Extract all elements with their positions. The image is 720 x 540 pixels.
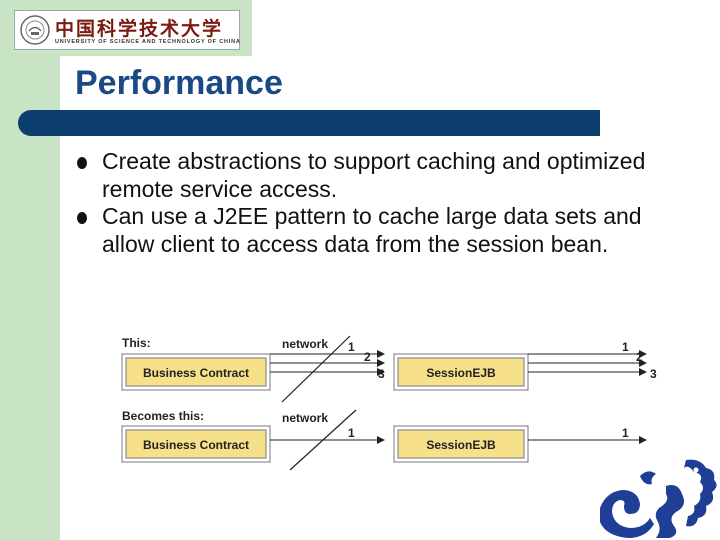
bullet-text: Create abstractions to support caching a…: [102, 148, 646, 202]
bullet-text: Can use a J2EE pattern to cache large da…: [102, 203, 642, 257]
diagram-row-label: Becomes this:: [122, 409, 204, 423]
server-box: [397, 429, 525, 459]
network-label: network: [282, 337, 328, 351]
call-number: 1: [622, 426, 629, 440]
call-number: 3: [378, 367, 385, 381]
network-boundary-line: [281, 335, 351, 403]
call-number: 2: [636, 350, 643, 364]
network-label: network: [282, 411, 328, 425]
bullet-icon: [77, 157, 87, 169]
server-box-label: SessionEJB: [426, 438, 496, 452]
bullet-item: Create abstractions to support caching a…: [76, 148, 676, 203]
logo-chinese-name: 中国科学技术大学: [55, 18, 224, 40]
client-box: [125, 357, 267, 387]
server-box-label: SessionEJB: [426, 366, 496, 380]
university-logo: 中国科学技术大学 UNIVERSITY OF SCIENCE AND TECHN…: [0, 0, 252, 56]
client-box: [125, 429, 267, 459]
university-seal-icon: [20, 15, 50, 45]
client-box-label: Business Contract: [143, 438, 249, 452]
slide-title: Performance: [75, 64, 283, 102]
logo-english-name: UNIVERSITY OF SCIENCE AND TECHNOLOGY OF …: [55, 39, 241, 45]
left-color-band: [0, 0, 60, 540]
call-number: 3: [650, 367, 657, 381]
dragon-logo-icon: [600, 459, 717, 538]
bullet-icon: [77, 212, 87, 224]
client-box-label: Business Contract: [143, 366, 249, 380]
caching-diagram: This: Business Contract network 1 2 3 Se…: [121, 335, 657, 471]
bullet-list: Create abstractions to support caching a…: [76, 148, 676, 258]
call-number: 2: [364, 350, 371, 364]
bullet-item: Can use a J2EE pattern to cache large da…: [76, 203, 676, 258]
diagram-row-label: This:: [122, 336, 151, 350]
call-number: 1: [348, 426, 355, 440]
call-number: 1: [622, 340, 629, 354]
server-box: [397, 357, 525, 387]
logo-frame: 中国科学技术大学 UNIVERSITY OF SCIENCE AND TECHN…: [14, 10, 240, 50]
call-number: 1: [348, 340, 355, 354]
title-underline-bar: [18, 110, 600, 136]
